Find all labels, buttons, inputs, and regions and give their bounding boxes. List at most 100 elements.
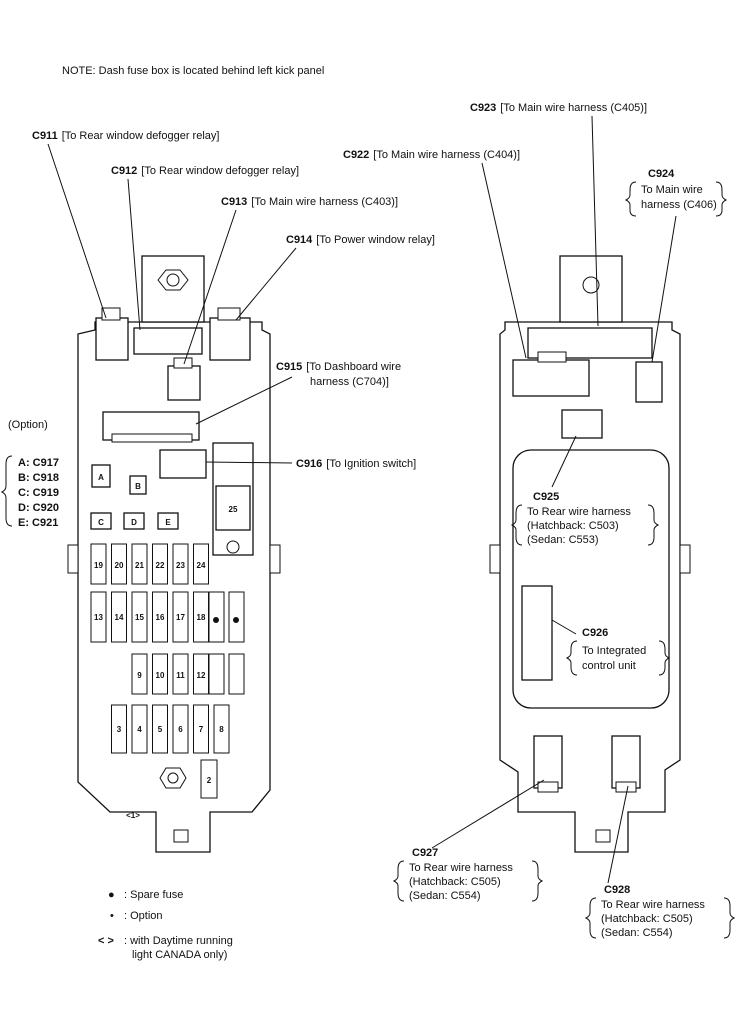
- c914-label: C914[To Power window relay]: [286, 234, 435, 246]
- c913-leader: [183, 209, 237, 365]
- fuse-label-23: 23: [176, 561, 185, 570]
- option-brace: [0, 455, 13, 527]
- option-e-label: E: [165, 518, 171, 527]
- fuse-label-9: 9: [137, 671, 142, 680]
- c928-code: C928: [604, 884, 630, 896]
- daytime-mark: <1>: [126, 811, 140, 820]
- fuse-20: [111, 543, 127, 585]
- c915-leader: [195, 376, 293, 425]
- fuse-label-12: 12: [197, 671, 206, 680]
- fuse-10: [152, 653, 168, 695]
- c922-connector: [512, 359, 590, 397]
- c924-brace-left: [624, 181, 637, 217]
- spare-fuse-slot: [228, 591, 245, 643]
- legend: ● : Spare fuse • : Option < > : with Day…: [98, 889, 233, 961]
- legend-daytime-symbol: < >: [98, 935, 114, 947]
- right-box-right-tab: [679, 544, 691, 574]
- option-item-d: D: C920: [18, 502, 59, 514]
- legend-spare-label: : Spare fuse: [124, 889, 183, 901]
- fuse25-stud-bottom: [226, 540, 240, 554]
- c915-label-line2: harness (C704)]: [310, 376, 389, 388]
- fuse-label-3: 3: [117, 725, 122, 734]
- c925-desc-1: To Rear wire harness: [527, 506, 631, 518]
- c914-leader: [235, 247, 297, 321]
- c922-latch: [537, 351, 567, 363]
- legend-daytime-label-2: light CANADA only): [132, 949, 227, 961]
- c912-label: C912[To Rear window defogger relay]: [111, 165, 299, 177]
- legend-spare-symbol: ●: [108, 889, 115, 901]
- fuse-14: [111, 591, 127, 643]
- option-e-connector: [157, 512, 179, 530]
- c925-code: C925: [533, 491, 559, 503]
- fuse-label-10: 10: [156, 671, 165, 680]
- option-a-connector: [91, 464, 111, 488]
- c922-label: C922[To Main wire harness (C404)]: [343, 149, 520, 161]
- c925-leader: [551, 435, 577, 488]
- c914-latch: [217, 307, 241, 321]
- fuse-label-11: 11: [176, 671, 185, 680]
- c924-leader: [651, 215, 677, 363]
- c923-label: C923[To Main wire harness (C405)]: [470, 102, 647, 114]
- fuse-label-14: 14: [115, 613, 124, 622]
- c925-brace-left: [510, 504, 523, 546]
- right-box-top-hole: [582, 276, 600, 294]
- option-item-b: B: C918: [18, 472, 59, 484]
- option-c-connector: [90, 512, 112, 530]
- c927-desc-3: (Sedan: C554): [409, 890, 481, 902]
- fuse-9: [131, 653, 148, 695]
- c923-leader: [591, 115, 599, 327]
- legend-daytime-label-1: : with Daytime running: [124, 935, 233, 947]
- c924-code: C924: [648, 168, 675, 180]
- right-fuse-box: [489, 255, 691, 853]
- fuse-label-7: 7: [199, 725, 204, 734]
- c928-leader: [607, 785, 629, 884]
- fuse-16: [152, 591, 168, 643]
- c924-desc-2: harness (C406): [641, 199, 717, 211]
- fuse-label-13: 13: [94, 613, 103, 622]
- c926-brace-left: [565, 640, 578, 676]
- c927-leader: [431, 779, 545, 849]
- empty-fuse-slot: [208, 653, 225, 695]
- fuse-label-22: 22: [156, 561, 165, 570]
- option-heading: (Option): [8, 419, 48, 431]
- fuse-label-6: 6: [178, 725, 183, 734]
- spare-fuse-dot: [233, 617, 239, 623]
- option-item-c: C: C919: [18, 487, 59, 499]
- fuse-17: [172, 591, 189, 643]
- mount-hole: [166, 273, 180, 287]
- c926-desc-2: control unit: [582, 660, 636, 672]
- fuse-22: [152, 543, 168, 585]
- spare-fuse-slot: [208, 591, 225, 643]
- c915-lip: [111, 433, 193, 443]
- fuse-15: [131, 591, 148, 643]
- fuse-label-18: 18: [197, 613, 206, 622]
- c915-label: C915[To Dashboard wire: [276, 361, 401, 373]
- c927-code: C927: [412, 847, 438, 859]
- fuse-5: [152, 704, 168, 754]
- c927-brace-right: [531, 860, 544, 902]
- c927-desc-2: (Hatchback: C505): [409, 876, 501, 888]
- fuse-3: [111, 704, 127, 754]
- fuse-24: [193, 543, 209, 585]
- c913-label: C913[To Main wire harness (C403)]: [221, 196, 398, 208]
- fuse-label-20: 20: [115, 561, 124, 570]
- bottom-slot: [173, 829, 189, 843]
- option-c-label: C: [98, 518, 104, 527]
- fuse25-body: [215, 485, 251, 531]
- note-text: NOTE: Dash fuse box is located behind le…: [62, 65, 324, 77]
- empty-fuse-slot: [228, 653, 245, 695]
- fuse-label-4: 4: [137, 725, 142, 734]
- c928-desc-1: To Rear wire harness: [601, 899, 705, 911]
- option-b-label: B: [135, 482, 141, 491]
- legend-option-symbol: •: [110, 910, 114, 922]
- c928-latch: [615, 781, 637, 793]
- fuse-4: [131, 704, 148, 754]
- fuse-23: [172, 543, 189, 585]
- c925-brace-right: [647, 504, 660, 546]
- c926-desc-1: To Integrated: [582, 645, 646, 657]
- fuse-label-15: 15: [135, 613, 144, 622]
- fuse-label-21: 21: [135, 561, 144, 570]
- c912-connector: [133, 327, 203, 355]
